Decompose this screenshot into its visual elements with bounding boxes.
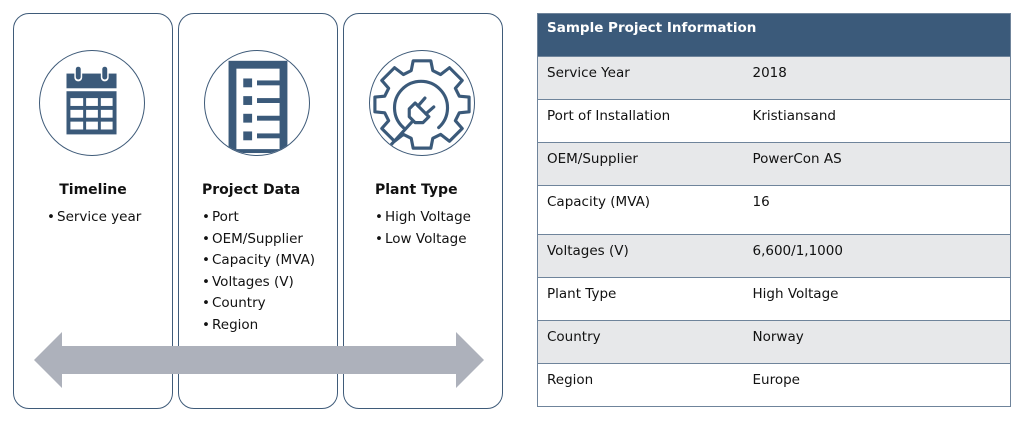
list-item: •Port — [202, 209, 239, 225]
row-value: 6,600/1,1000 — [743, 234, 1011, 278]
row-value: Europe — [743, 363, 1011, 407]
project-data-bullet-list: •Port •OEM/Supplier •Capacity (MVA) •Vol… — [202, 207, 315, 337]
row-value: High Voltage — [743, 277, 1011, 321]
table-row: Capacity (MVA) 16 — [537, 185, 1011, 235]
calendar-icon-circle — [39, 50, 145, 156]
plant-type-bullet-list: •High Voltage •Low Voltage — [375, 207, 471, 250]
timeline-bullet-list: •Service year — [47, 207, 141, 229]
calendar-icon — [66, 65, 117, 135]
row-value: Norway — [743, 320, 1011, 364]
row-label: Voltages (V) — [537, 234, 744, 278]
list-item: •Voltages (V) — [202, 273, 294, 290]
table-row: OEM/Supplier PowerCon AS — [537, 142, 1011, 186]
row-value: PowerCon AS — [743, 142, 1011, 186]
table-row: Port of Installation Kristiansand — [537, 99, 1011, 143]
table-row: Plant Type High Voltage — [537, 277, 1011, 321]
row-label: Capacity (MVA) — [537, 185, 744, 235]
row-label: Region — [537, 363, 744, 407]
table-row: Region Europe — [537, 363, 1011, 407]
gear-plug-icon — [373, 59, 471, 150]
plant-type-card: Plant Type •High Voltage •Low Voltage — [343, 13, 503, 409]
project-data-title: Project Data — [202, 182, 301, 198]
row-label: Plant Type — [537, 277, 744, 321]
document-list-icon — [228, 60, 288, 154]
table-row: Service Year 2018 — [537, 56, 1011, 100]
project-data-card: Project Data •Port •OEM/Supplier •Capaci… — [178, 13, 338, 409]
table-header-row: Sample Project Information — [537, 13, 1011, 57]
timeline-card: Timeline •Service year — [13, 13, 173, 409]
plant-type-title: Plant Type — [375, 182, 458, 198]
sample-project-info-table: Sample Project Information Service Year … — [537, 13, 1011, 407]
row-value: 2018 — [743, 56, 1011, 100]
row-label: Country — [537, 320, 744, 364]
list-item: •OEM/Supplier — [202, 230, 303, 247]
list-item: •High Voltage — [375, 209, 471, 225]
row-label: Service Year — [537, 56, 744, 100]
list-item: •Region — [202, 316, 259, 333]
list-item: •Low Voltage — [375, 230, 467, 247]
document-list-icon-circle — [204, 50, 310, 156]
list-item: •Service year — [47, 209, 142, 225]
row-label: OEM/Supplier — [537, 142, 744, 186]
timeline-title: Timeline — [59, 182, 127, 198]
list-item: •Country — [202, 295, 266, 312]
row-value: 16 — [743, 185, 1011, 235]
table-row: Country Norway — [537, 320, 1011, 364]
table-title: Sample Project Information — [537, 13, 1011, 57]
row-value: Kristiansand — [743, 99, 1011, 143]
gear-plug-icon-circle — [369, 50, 475, 156]
table-row: Voltages (V) 6,600/1,1000 — [537, 234, 1011, 278]
row-label: Port of Installation — [537, 99, 744, 143]
list-item: •Capacity (MVA) — [202, 252, 316, 269]
